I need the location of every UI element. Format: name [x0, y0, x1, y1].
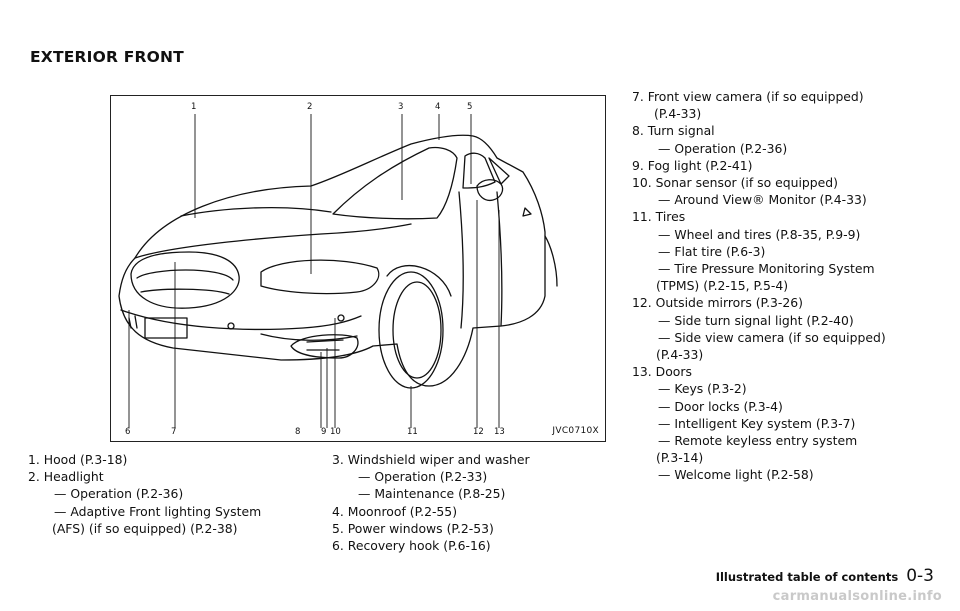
list-subitem-continued: (TPMS) (P.2-15, P.5-4)	[656, 278, 789, 294]
callout-9: 9	[321, 427, 327, 437]
list-subitem: — Maintenance (P.8-25)	[358, 486, 506, 502]
callout-11: 11	[407, 427, 418, 437]
footer-section-label: Illustrated table of contents	[715, 570, 899, 584]
list-subitem: — Around View® Monitor (P.4-33)	[658, 192, 867, 208]
list-item: 4. Moonroof (P.2-55)	[332, 503, 458, 519]
list-subitem: — Operation (P.2-33)	[358, 469, 488, 485]
callout-6: 6	[125, 427, 131, 437]
callout-3: 3	[398, 102, 404, 112]
car-line-drawing	[118, 114, 558, 428]
list-item-continued: (P.4-33)	[654, 106, 702, 122]
callout-1: 1	[191, 102, 197, 112]
page-number: 0-3	[906, 566, 934, 586]
list-item: 5. Power windows (P.2-53)	[332, 520, 494, 536]
list-subitem-continued: (AFS) (if so equipped) (P.2-38)	[52, 520, 238, 536]
list-subitem: — Wheel and tires (P.8-35, P.9-9)	[658, 226, 861, 242]
list-subitem: — Welcome light (P.2-58)	[658, 467, 814, 483]
list-item: 6. Recovery hook (P.6-16)	[332, 538, 491, 554]
list-item: 1. Hood (P.3-18)	[28, 452, 128, 467]
car-exterior-illustration: 1 2 3 4 5 6 7 8 9 10 11 12 13 JVC0710X	[110, 95, 606, 442]
page-footer: Illustrated table of contents 0-3	[716, 566, 934, 586]
list-item: 3. Windshield wiper and washer	[332, 452, 530, 467]
list-subitem: — Side view camera (if so equipped)	[658, 329, 886, 345]
section-title: EXTERIOR FRONT	[30, 48, 184, 66]
list-item: 10. Sonar sensor (if so equipped)	[632, 175, 838, 191]
list-subitem-continued: (P.4-33)	[656, 347, 704, 363]
list-subitem: — Tire Pressure Monitoring System	[658, 261, 875, 277]
contents-column-3: 7. Front view camera (if so equipped) (P…	[632, 88, 932, 484]
list-item: 11. Tires	[632, 209, 686, 225]
list-subitem: — Operation (P.2-36)	[658, 140, 788, 156]
list-subitem: — Flat tire (P.6-3)	[658, 243, 766, 259]
callout-2: 2	[307, 102, 313, 112]
callout-13: 13	[494, 427, 505, 437]
callout-5: 5	[467, 102, 473, 112]
list-subitem: — Side turn signal light (P.2-40)	[658, 312, 854, 328]
list-subitem: — Operation (P.2-36)	[54, 486, 184, 502]
list-subitem: — Intelligent Key system (P.3-7)	[658, 415, 856, 431]
callout-4: 4	[435, 102, 441, 112]
callout-10: 10	[330, 427, 341, 437]
list-item: 9. Fog light (P.2-41)	[632, 157, 753, 173]
list-item: 12. Outside mirrors (P.3-26)	[632, 295, 803, 311]
list-subitem-continued: (P.3-14)	[656, 450, 704, 466]
figure-code: JVC0710X	[552, 426, 599, 436]
callout-8: 8	[295, 427, 301, 437]
list-subitem: — Keys (P.3-2)	[658, 381, 747, 397]
list-subitem: — Adaptive Front lighting System	[54, 503, 262, 519]
list-subitem: — Door locks (P.3-4)	[658, 398, 783, 414]
contents-column-1: 1. Hood (P.3-18) 2. Headlight — Operatio…	[28, 451, 328, 537]
list-item: 7. Front view camera (if so equipped)	[632, 89, 864, 104]
contents-column-2: 3. Windshield wiper and washer — Operati…	[332, 451, 612, 554]
callout-12: 12	[473, 427, 484, 437]
callout-7: 7	[171, 427, 177, 437]
watermark-text: carmanualsonline.info	[772, 589, 942, 604]
list-item: 8. Turn signal	[632, 123, 715, 139]
list-item: 13. Doors	[632, 364, 692, 380]
list-item: 2. Headlight	[28, 469, 104, 485]
list-subitem: — Remote keyless entry system	[658, 433, 858, 449]
